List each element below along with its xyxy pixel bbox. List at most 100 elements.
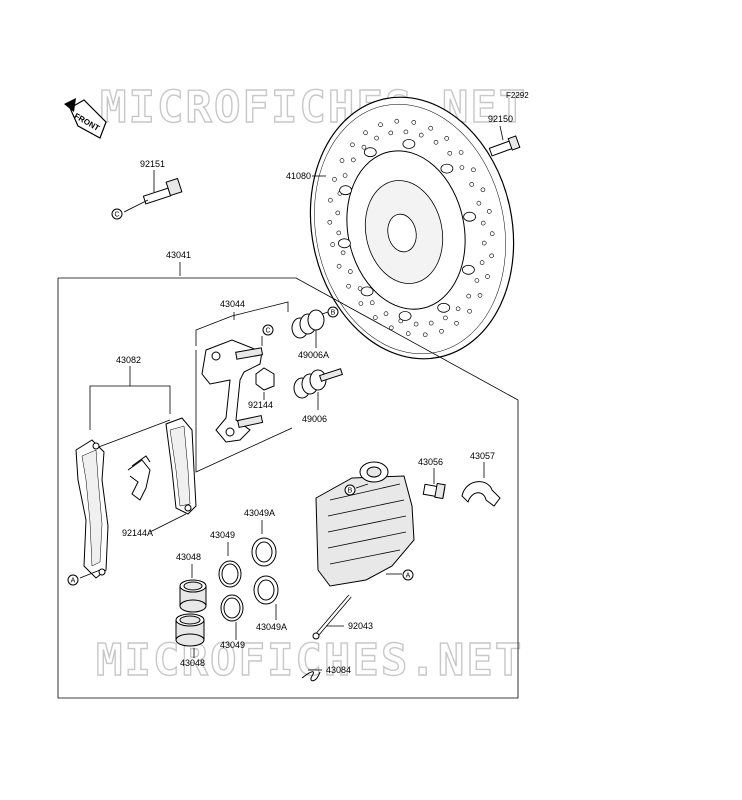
disc-hole bbox=[481, 240, 487, 246]
disc-hole bbox=[339, 158, 345, 163]
ref-a-circle bbox=[67, 574, 79, 586]
disc-hole bbox=[443, 315, 448, 321]
disc-hole bbox=[369, 300, 375, 306]
disc-hole bbox=[489, 231, 495, 236]
disc-hole bbox=[413, 321, 419, 327]
caliper-body bbox=[315, 461, 415, 587]
pad-spring bbox=[127, 455, 151, 501]
disc-hole bbox=[485, 274, 490, 279]
disc-hole bbox=[455, 306, 461, 312]
disc-hole bbox=[330, 242, 336, 247]
ref-a-label: A bbox=[71, 578, 76, 585]
boot-49006A bbox=[291, 309, 325, 339]
disc-hole bbox=[350, 157, 356, 163]
carrier-hole bbox=[398, 311, 412, 321]
seal-43049-bot bbox=[220, 594, 244, 622]
label-43048-top: 43048 bbox=[176, 552, 201, 562]
disc-hole bbox=[454, 320, 459, 326]
pad-pin bbox=[312, 594, 352, 640]
disc-hole bbox=[332, 177, 337, 182]
disc-hole bbox=[466, 293, 472, 299]
disc-hole bbox=[336, 263, 342, 269]
disc-hole bbox=[477, 293, 483, 298]
label-43056: 43056 bbox=[418, 457, 443, 467]
carrier-hole bbox=[463, 211, 477, 222]
ref-b-label: B bbox=[331, 310, 336, 317]
disc-hole bbox=[428, 320, 434, 326]
disc-bolt bbox=[488, 135, 521, 157]
label-92150: 92150 bbox=[488, 114, 513, 124]
front-arrow-icon: FRONT bbox=[64, 98, 107, 139]
pin-92144 bbox=[255, 367, 275, 391]
caliper-bracket bbox=[201, 339, 264, 443]
disc-hole bbox=[476, 200, 482, 206]
disc-hole bbox=[422, 332, 428, 338]
disc-hole bbox=[363, 130, 368, 135]
label-43041: 43041 bbox=[166, 250, 191, 260]
watermark-bottom: MICROFICHES.NET bbox=[96, 635, 523, 686]
pin-clip bbox=[301, 671, 321, 682]
disc-hole bbox=[479, 260, 485, 265]
carrier-hole bbox=[461, 264, 475, 275]
carrier-hole bbox=[360, 286, 374, 297]
carrier-hole bbox=[337, 238, 351, 249]
disc-hole bbox=[428, 125, 434, 131]
seal-43049A-bot bbox=[253, 575, 279, 605]
label-41080: 41080 bbox=[286, 171, 311, 181]
disc-hole bbox=[346, 283, 351, 289]
disc-hole bbox=[388, 130, 394, 136]
label-92151: 92151 bbox=[140, 159, 165, 169]
bleeder-cap bbox=[461, 481, 501, 507]
disc-hole bbox=[347, 269, 353, 274]
disc-hole bbox=[469, 182, 475, 187]
figure-code: F2292 bbox=[506, 91, 529, 100]
disc-hole bbox=[372, 315, 378, 320]
ref-b-circle bbox=[327, 306, 339, 318]
disc-hole bbox=[327, 220, 333, 225]
label-92043: 92043 bbox=[348, 621, 373, 631]
disc-hole bbox=[383, 311, 389, 317]
seal-43049A-top bbox=[251, 537, 277, 567]
label-43049-bot: 43049 bbox=[220, 640, 245, 650]
piston-43048-bot bbox=[175, 613, 205, 647]
disc-hole bbox=[439, 328, 444, 334]
ref-b2-circle bbox=[344, 484, 356, 496]
ref-c2-circle bbox=[262, 324, 274, 336]
ref-c-circle bbox=[111, 208, 123, 220]
ref-a2-label: A bbox=[406, 573, 411, 580]
boot-49006 bbox=[293, 368, 344, 399]
bleeder-valve bbox=[422, 482, 446, 500]
disc-hole bbox=[486, 209, 492, 214]
piston-43048-top bbox=[179, 579, 207, 613]
disc-hole bbox=[471, 167, 476, 173]
brake-pad-inner bbox=[165, 417, 197, 515]
disc-hole bbox=[480, 220, 486, 226]
disc-hole bbox=[336, 230, 342, 236]
ref-a2-circle bbox=[402, 569, 414, 581]
disc-hole bbox=[474, 278, 480, 283]
label-43049-top: 43049 bbox=[210, 530, 235, 540]
disc-hole bbox=[405, 331, 411, 336]
disc-hole bbox=[378, 122, 383, 127]
ref-c2-label: C bbox=[265, 328, 270, 335]
disc-hole bbox=[433, 140, 439, 145]
label-43044: 43044 bbox=[220, 299, 245, 309]
disc-hole bbox=[489, 253, 494, 259]
disc-hole bbox=[411, 120, 417, 125]
carrier-hole bbox=[437, 302, 451, 313]
disc-hole bbox=[340, 250, 346, 256]
label-43082: 43082 bbox=[116, 355, 141, 365]
disc-hole bbox=[447, 151, 453, 156]
disc-hole bbox=[358, 301, 364, 306]
label-43049A-top: 43049A bbox=[244, 508, 275, 518]
disc-hole bbox=[418, 132, 424, 138]
brake-pad-outer bbox=[75, 439, 109, 579]
disc-hole bbox=[361, 144, 367, 150]
label-43084: 43084 bbox=[326, 665, 351, 675]
disc-hole bbox=[403, 129, 409, 135]
caliper-bolt bbox=[142, 177, 183, 205]
disc-hole bbox=[459, 165, 465, 170]
disc-hole bbox=[480, 187, 486, 193]
disc-hole bbox=[350, 142, 355, 148]
